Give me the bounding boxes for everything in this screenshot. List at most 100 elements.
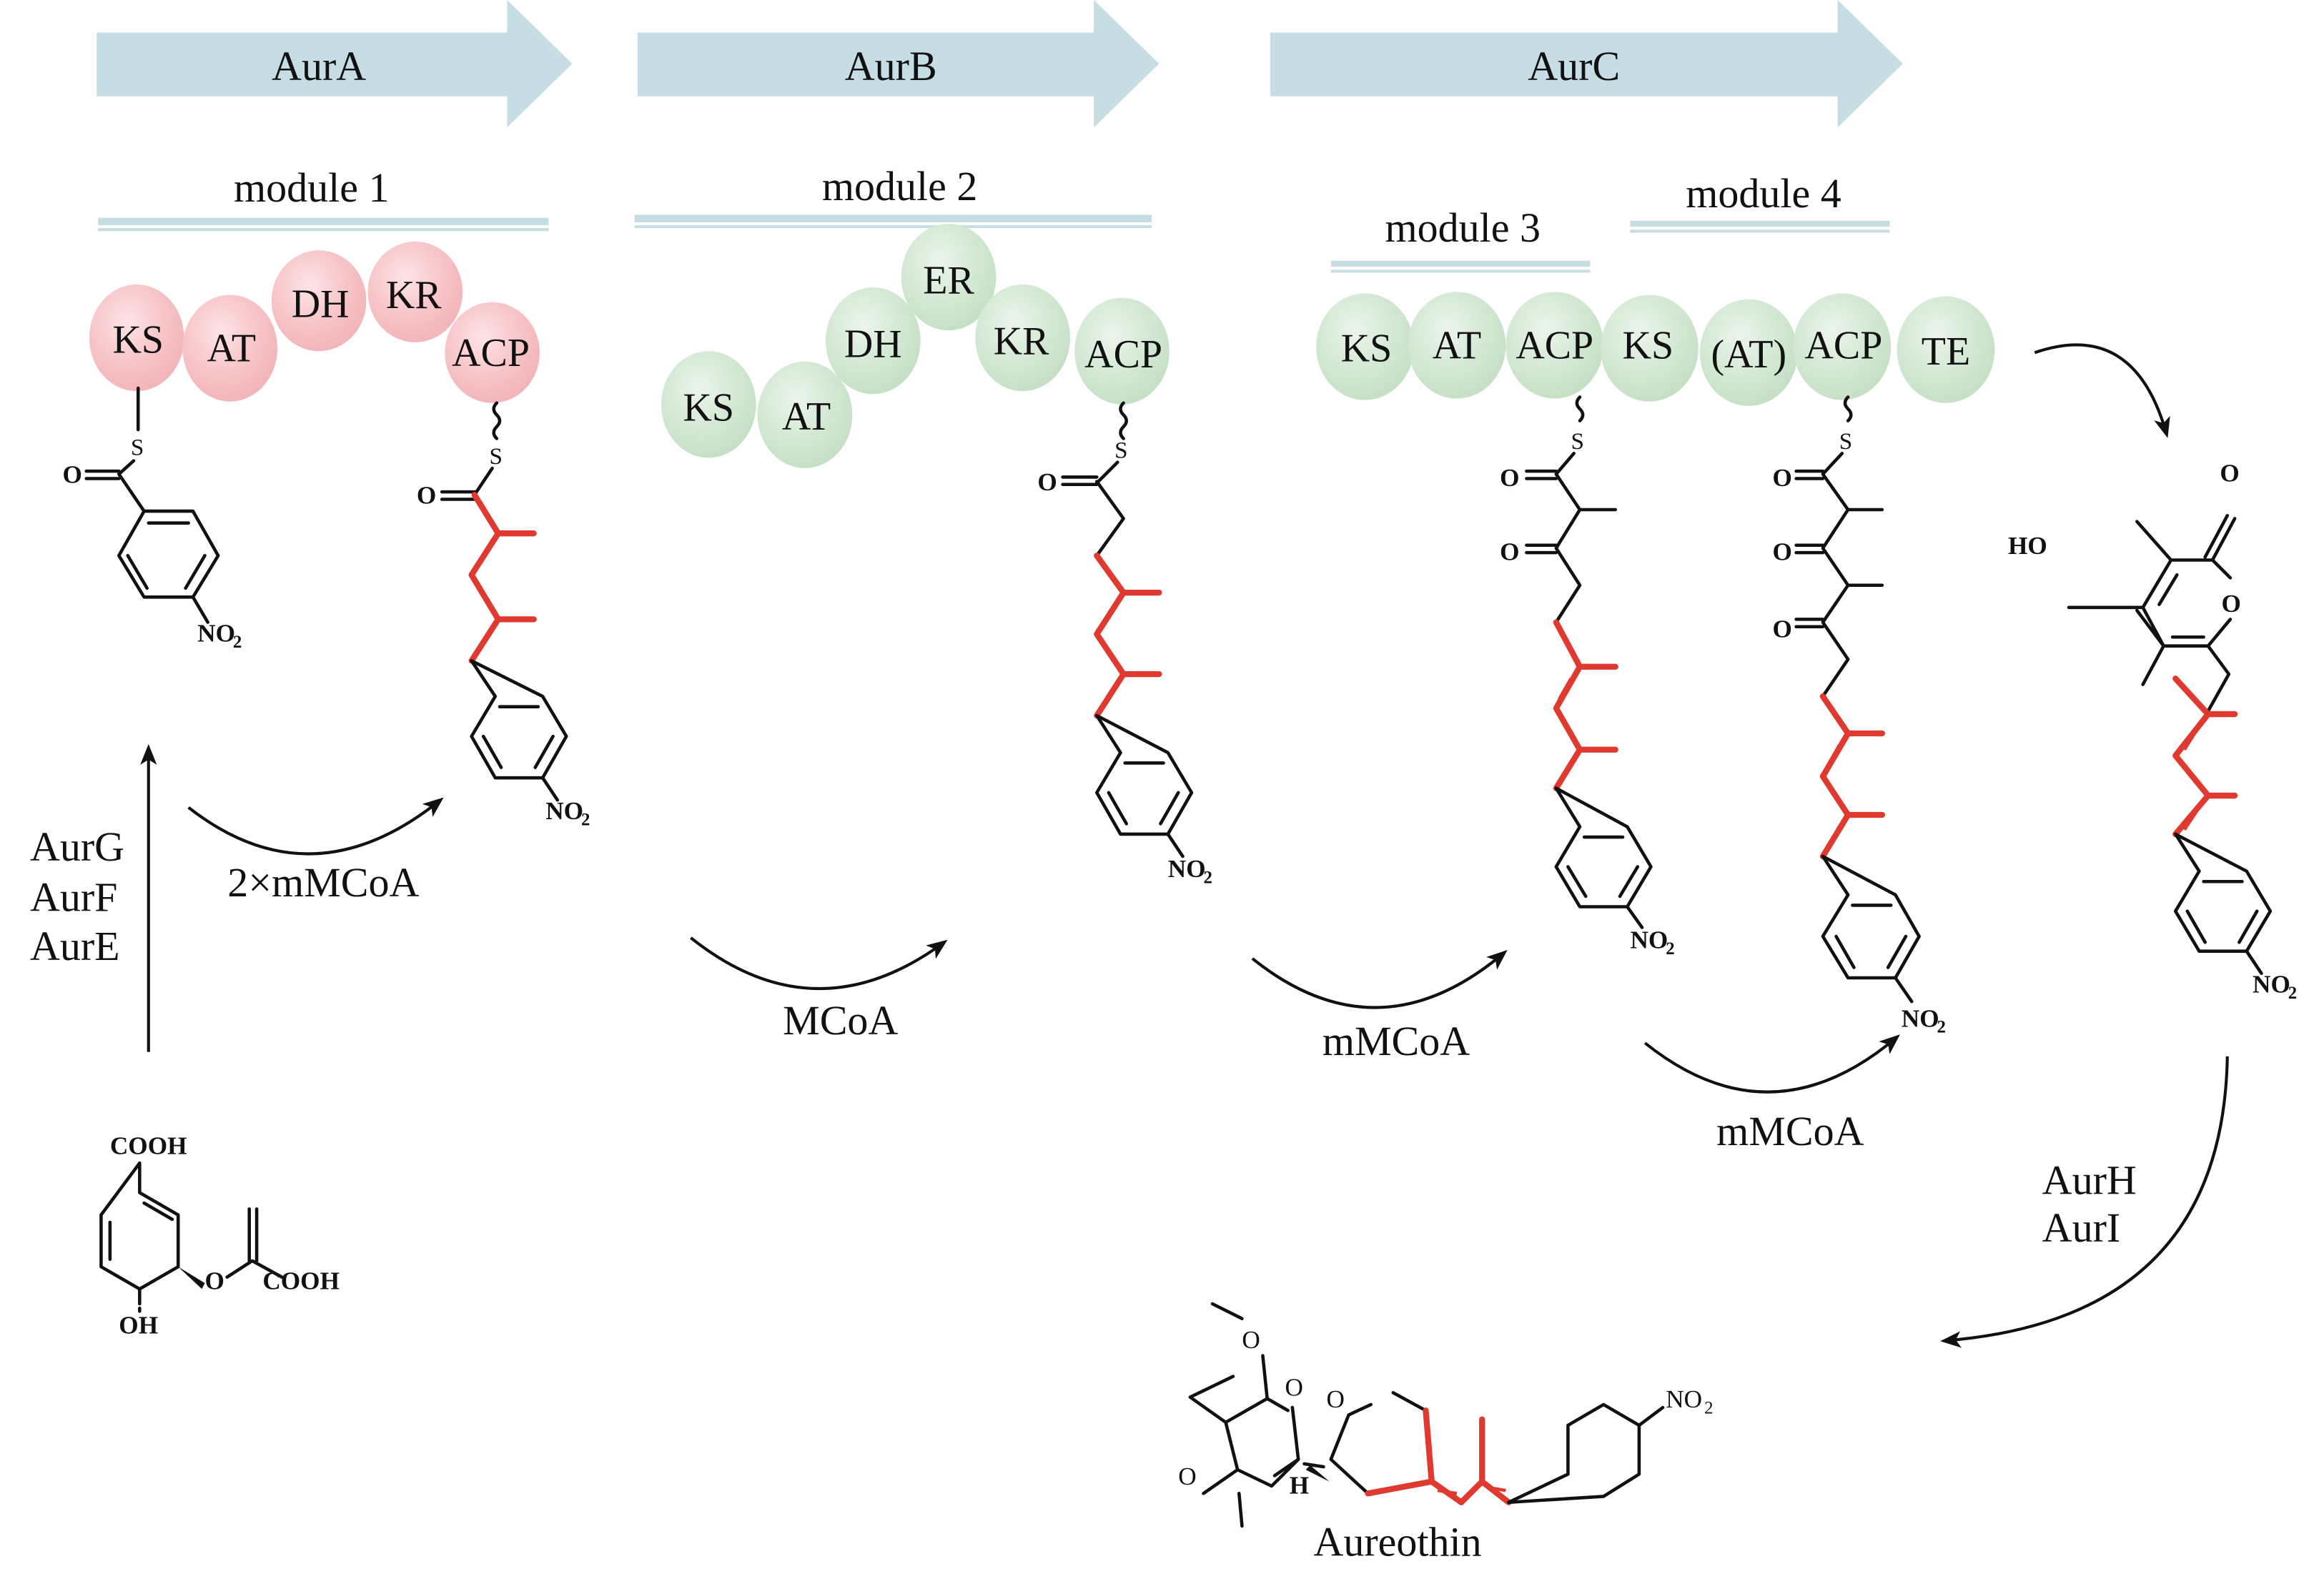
domain-at: AT [757, 361, 853, 468]
svg-text:OH: OH [119, 1311, 158, 1339]
svg-text:S: S [1839, 428, 1852, 455]
domain-acp: ACP [445, 302, 540, 403]
svg-text:O: O [1772, 615, 1791, 643]
arrow-release [2034, 343, 2170, 438]
svg-text:S: S [131, 434, 144, 460]
enzyme-label: AurF [30, 874, 118, 921]
module-1-domains: KS AT DH KR ACP [89, 241, 540, 403]
svg-text:2: 2 [1204, 868, 1212, 887]
enzyme-label: AurI [2042, 1204, 2121, 1251]
extender-unit-label: mMCoA [1322, 1018, 1470, 1064]
svg-text:COOH: COOH [262, 1267, 340, 1295]
svg-text:AT: AT [1433, 324, 1481, 368]
structure-module1-product: S O NO 2 [417, 401, 590, 829]
module-label-2: module 2 [822, 163, 978, 209]
svg-text:S: S [1114, 437, 1127, 463]
module-2-domains: KS AT DH ER KR ACP [661, 223, 1170, 468]
svg-text:O: O [1500, 464, 1519, 492]
protein-label-aurb: AurB [845, 43, 937, 89]
module-label-4: module 4 [1686, 170, 1841, 217]
domain-te: TE [1897, 296, 1995, 403]
svg-text:DH: DH [844, 322, 902, 367]
svg-text:O: O [1772, 538, 1791, 565]
module-2-header: module 2 [634, 163, 1152, 229]
domain-acp: ACP [1074, 297, 1170, 405]
svg-text:AT: AT [207, 327, 256, 371]
module-1-header: module 1 [98, 164, 549, 232]
svg-text:KR: KR [994, 319, 1049, 363]
arrow-chorismate-to-pnba: AurG AurF AurE [30, 743, 157, 1052]
svg-text:O: O [2220, 460, 2239, 487]
svg-text:O: O [2221, 590, 2240, 618]
svg-text:NO: NO [1630, 926, 1668, 954]
svg-text:KR: KR [386, 273, 442, 317]
svg-text:NO: NO [545, 797, 583, 825]
svg-text:ACP: ACP [1805, 324, 1883, 368]
svg-text:NO: NO [197, 619, 235, 647]
structure-module3-product: S O O NO 2 [1500, 395, 1675, 959]
arrow-step4: mMCoA [1643, 1034, 1900, 1154]
module-3-header: module 3 [1330, 204, 1591, 273]
protein-label-aura: AurA [272, 43, 366, 89]
gene-arrow-aurb: AurB [637, 0, 1159, 128]
svg-text:O: O [205, 1267, 224, 1295]
svg-text:ACP: ACP [1515, 324, 1593, 368]
svg-text:2: 2 [233, 633, 242, 652]
svg-text:KS: KS [1623, 324, 1674, 368]
svg-text:O: O [1500, 538, 1519, 565]
svg-text:TE: TE [1922, 330, 1970, 374]
domain-dh: DH [825, 287, 921, 395]
structure-pyrone-intermediate: O O HO NO 2 [2008, 460, 2297, 1003]
svg-text:NO: NO [1168, 855, 1206, 883]
domain-ks: KS [1316, 293, 1414, 400]
svg-text:NO: NO [2253, 971, 2290, 999]
module-label-1: module 1 [234, 164, 390, 211]
domain-kr: KR [367, 241, 463, 342]
module-4-header: module 4 [1630, 170, 1890, 233]
svg-text:O: O [417, 482, 436, 510]
domain-kr: KR [975, 284, 1070, 392]
product-name: Aureothin [1313, 1518, 1481, 1565]
arrow-final-tailoring: AurH AurI [1940, 1056, 2229, 1348]
svg-text:ACP: ACP [452, 331, 530, 375]
svg-text:O: O [63, 461, 82, 489]
domain-at-inactive: (AT) [1699, 299, 1798, 406]
svg-text:O: O [1178, 1462, 1196, 1490]
svg-text:HO: HO [2008, 532, 2047, 560]
svg-text:KS: KS [112, 317, 164, 362]
domain-ks: KS [661, 351, 756, 458]
domain-acp: ACP [1505, 292, 1604, 399]
domain-ks: KS [89, 284, 184, 392]
domain-ks: KS [1601, 295, 1699, 402]
svg-text:AT: AT [782, 395, 831, 439]
extender-unit-label: MCoA [783, 997, 898, 1044]
svg-text:KS: KS [683, 386, 734, 430]
svg-text:(AT): (AT) [1711, 332, 1786, 377]
svg-text:2: 2 [1666, 939, 1674, 959]
structure-module4-product: S O O O NO 2 [1772, 395, 1946, 1037]
enzyme-label: AurH [2042, 1157, 2137, 1204]
domain-acp: ACP [1793, 293, 1892, 400]
svg-text:H: H [1290, 1471, 1309, 1499]
protein-label-aurc: AurC [1528, 43, 1620, 89]
svg-text:S: S [1571, 428, 1584, 455]
structure-pnba-thioester: S O NO 2 [63, 386, 242, 652]
svg-text:2: 2 [581, 810, 590, 829]
svg-text:COOH: COOH [110, 1132, 187, 1160]
domain-at: AT [182, 295, 278, 402]
svg-text:2: 2 [1704, 1398, 1713, 1417]
structure-chorismate: COOH OH O COOH [99, 1132, 340, 1339]
svg-text:KS: KS [1341, 327, 1393, 371]
arrow-step1: 2×mMCoA [187, 797, 444, 906]
gene-arrow-aurc: AurC [1270, 0, 1903, 128]
svg-text:ACP: ACP [1084, 332, 1162, 377]
svg-text:2: 2 [2288, 984, 2297, 1003]
module-3-4-domains: KS AT ACP KS (AT) ACP TE [1316, 292, 1995, 406]
module-label-3: module 3 [1385, 204, 1541, 251]
svg-text:ER: ER [923, 258, 974, 302]
arrow-step3: mMCoA [1251, 950, 1508, 1064]
svg-text:S: S [489, 443, 502, 470]
svg-text:NO: NO [1666, 1385, 1702, 1413]
svg-text:NO: NO [1902, 1004, 1939, 1032]
